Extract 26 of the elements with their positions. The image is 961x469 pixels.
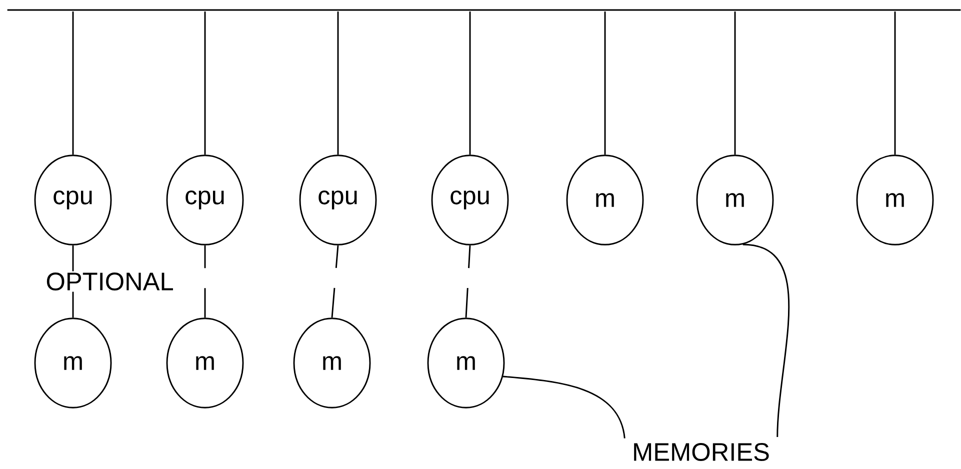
bus-connector bbox=[469, 12, 471, 155]
bus-connector bbox=[604, 12, 606, 155]
edge-label: OPTIONAL bbox=[44, 271, 176, 292]
ellipse-node: cpu bbox=[34, 154, 112, 246]
connector-line bbox=[331, 245, 339, 318]
ellipse-node: cpu bbox=[431, 154, 509, 246]
ellipse-node: m bbox=[856, 154, 934, 246]
bus-connector bbox=[204, 12, 206, 155]
ellipse-node: cpu bbox=[299, 154, 377, 246]
ellipse-node: m bbox=[293, 318, 371, 408]
bus-connector bbox=[337, 12, 339, 155]
connector-line bbox=[204, 245, 206, 318]
bus-connector bbox=[734, 12, 736, 155]
ellipse-node: m bbox=[427, 318, 505, 408]
ellipse-node: m bbox=[166, 318, 244, 408]
bus-line bbox=[7, 9, 961, 11]
bare-text: MEMORIES bbox=[634, 443, 769, 461]
connector-line bbox=[465, 245, 471, 318]
bus-connector bbox=[894, 12, 896, 155]
ellipse-node: m bbox=[566, 154, 644, 246]
ellipse-node: m bbox=[34, 318, 112, 408]
bus-connector bbox=[72, 12, 74, 155]
ellipse-node: m bbox=[696, 154, 774, 246]
leader-line bbox=[742, 244, 790, 437]
leader-line bbox=[502, 376, 626, 438]
ellipse-node: cpu bbox=[166, 154, 244, 246]
